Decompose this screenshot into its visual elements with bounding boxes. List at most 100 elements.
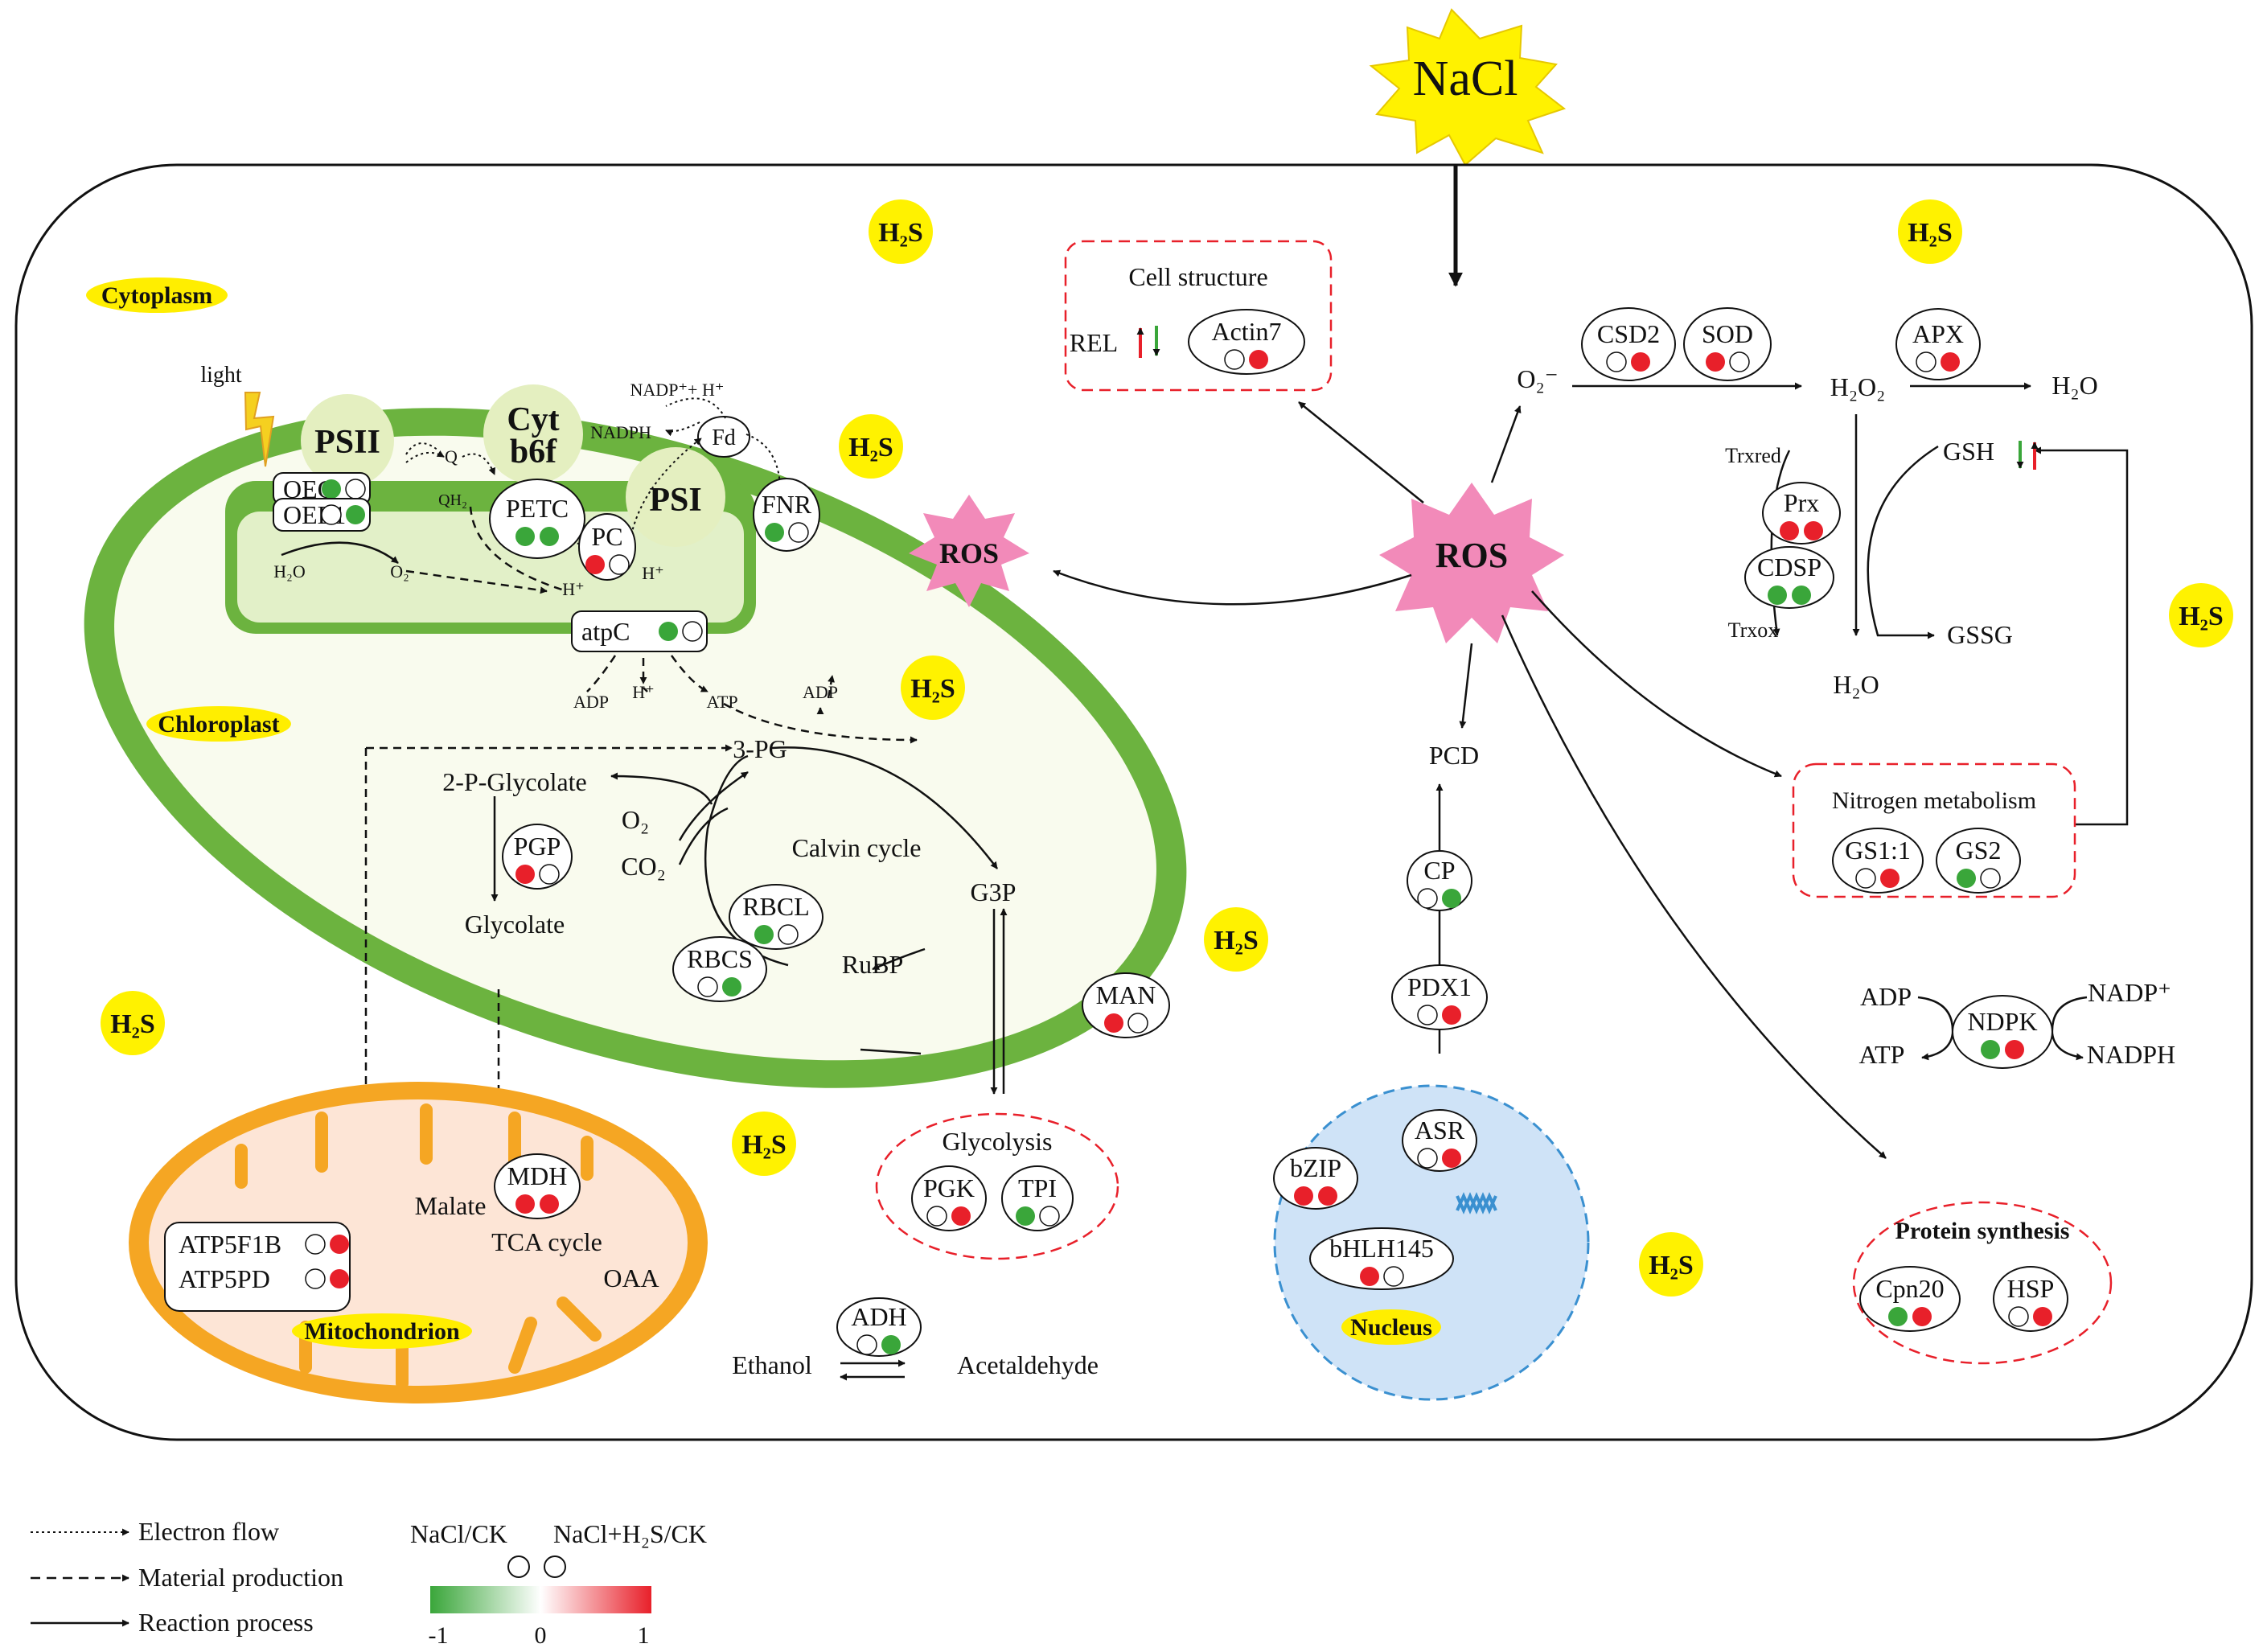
- psii-halo: [301, 394, 394, 487]
- gsh-label: GSH: [1943, 437, 1994, 466]
- protein-atpc: atpC: [571, 610, 708, 652]
- protein-label: ATP5PD: [179, 1264, 270, 1293]
- protein-label: MAN: [1096, 980, 1156, 1009]
- h2s-label: H₂S: [878, 218, 923, 248]
- expression-dot-left: [2008, 1306, 2029, 1327]
- psii-label: PSII: [314, 424, 380, 461]
- expression-dot-right: [346, 505, 365, 524]
- protein-apx: APX: [1895, 308, 1981, 380]
- protein-label: CP: [1423, 856, 1455, 885]
- protein-label: Cpn20: [1875, 1274, 1944, 1303]
- protein-sod: SOD: [1683, 307, 1772, 381]
- expression-dot-left: [1360, 1267, 1379, 1286]
- ros-main-label: ROS: [1435, 536, 1508, 575]
- expression-dot-left: [1916, 351, 1936, 372]
- expression-dot-left: [305, 1268, 326, 1289]
- legend-color-scale: [430, 1586, 651, 1613]
- expression-dot-left: [1417, 888, 1438, 909]
- expression-dot-right: [609, 554, 630, 575]
- protein-frame: [1309, 1227, 1454, 1290]
- nitrogen-box: [1792, 762, 2076, 898]
- h2o-top-label: H₂O: [2051, 371, 2097, 400]
- protein-label: PGK: [923, 1173, 975, 1202]
- malate-label: Malate: [415, 1191, 487, 1220]
- glycolysis-box: [875, 1112, 1119, 1260]
- expression-dot-left: [305, 1234, 326, 1255]
- protein-frame: [1581, 307, 1676, 381]
- b6f-label: b6f: [510, 434, 557, 471]
- h2s-label: H₂S: [1214, 926, 1259, 955]
- h2o-bottom-label: H₂O: [1833, 670, 1879, 699]
- legend-circle-2: [544, 1555, 566, 1578]
- protein-cpn20: Cpn20: [1859, 1266, 1961, 1332]
- protein-label: TPI: [1018, 1173, 1057, 1202]
- protein-atp5pd: ATP5PD: [179, 1264, 349, 1293]
- acetaldehyde-label: Acetaldehyde: [957, 1350, 1099, 1379]
- protein-adh: ADH: [836, 1297, 922, 1357]
- expression-dot-left: [1768, 586, 1787, 605]
- ros-star-main: [1379, 483, 1564, 643]
- rel-label: REL: [1070, 328, 1118, 357]
- nadph-right-label: NADPH: [2087, 1040, 2175, 1069]
- expression-dot-left: [697, 976, 718, 997]
- expression-dot-left: [515, 865, 535, 884]
- protein-frame: [1744, 546, 1834, 609]
- expression-dot-left: [926, 1206, 947, 1227]
- cyt-b6f-halo: [483, 384, 583, 484]
- h2o2-label: H₂O₂: [1830, 372, 1886, 401]
- expression-dot-right: [1729, 351, 1750, 372]
- nitrogen-label: Nitrogen metabolism: [1832, 787, 2036, 814]
- glycolysis-label: Glycolysis: [943, 1127, 1053, 1156]
- protein-label: ASR: [1415, 1116, 1465, 1144]
- legend-electron-flow: Electron flow: [138, 1517, 279, 1546]
- light-label: light: [200, 363, 242, 388]
- protein-frame: [1391, 964, 1488, 1030]
- expression-dot-left: [515, 1194, 535, 1214]
- expression-dot-right: [1249, 350, 1268, 369]
- expression-dot-left: [765, 523, 784, 542]
- protein-pgk: PGK: [911, 1165, 987, 1231]
- protein-label: PETC: [506, 494, 569, 523]
- h2s-label: H₂S: [1908, 218, 1953, 248]
- protein-mdh: MDH: [494, 1153, 581, 1219]
- protein-frame: [729, 884, 823, 950]
- h2s-label: H₂S: [910, 674, 955, 704]
- expression-dot-right: [2033, 1307, 2052, 1326]
- adp-right-label: ADP: [1860, 982, 1912, 1011]
- protein-label: Prx: [1784, 488, 1819, 517]
- rubp-label: RuBP: [842, 950, 903, 979]
- cytoplasm-tag-bg: [86, 277, 228, 313]
- gssg-label: GSSG: [1947, 620, 2013, 649]
- expression-dot-right: [540, 1194, 559, 1214]
- expression-dot-right: [1442, 889, 1461, 908]
- protein-label: PGP: [514, 832, 561, 861]
- protein-frame: [489, 479, 585, 559]
- expression-dot-left: [1417, 1005, 1438, 1025]
- nacl-label: NaCl: [1413, 51, 1518, 106]
- expression-dot-right: [1318, 1186, 1337, 1206]
- h2s-markers: H₂S H₂S H₂S H₂S H₂S H₂S H₂S H₂S H₂S: [101, 199, 2233, 1297]
- atp-chl-label: ATP: [706, 692, 737, 712]
- protein-rbcs: RBCS: [672, 936, 767, 1002]
- ros-chl-label: ROS: [939, 537, 999, 569]
- h2o-small-label: H₂O: [273, 561, 305, 581]
- oaa-label: OAA: [603, 1264, 659, 1292]
- protein-label: RBCS: [687, 944, 753, 973]
- expression-dot-left: [1957, 869, 1976, 888]
- protein-bhlh145: bHLH145: [1309, 1227, 1454, 1290]
- expression-dot-left: [659, 622, 678, 641]
- expression-dot-left: [1294, 1186, 1313, 1206]
- expression-dot-right: [1127, 1013, 1148, 1034]
- legend: Electron flow Material production Reacti…: [31, 1517, 707, 1649]
- trx-red-label: Trxred: [1725, 444, 1781, 467]
- o2-label: O₂: [622, 805, 649, 834]
- protein-gs2: GS2: [1936, 828, 2021, 894]
- mito-tag-bg: [292, 1313, 472, 1349]
- protein-man: MAN: [1082, 972, 1170, 1038]
- expression-dot-right: [1980, 868, 2001, 889]
- expression-dot-right: [1442, 1005, 1461, 1025]
- protein-hsp: HSP: [1993, 1266, 2068, 1332]
- expression-dot-right: [778, 924, 799, 945]
